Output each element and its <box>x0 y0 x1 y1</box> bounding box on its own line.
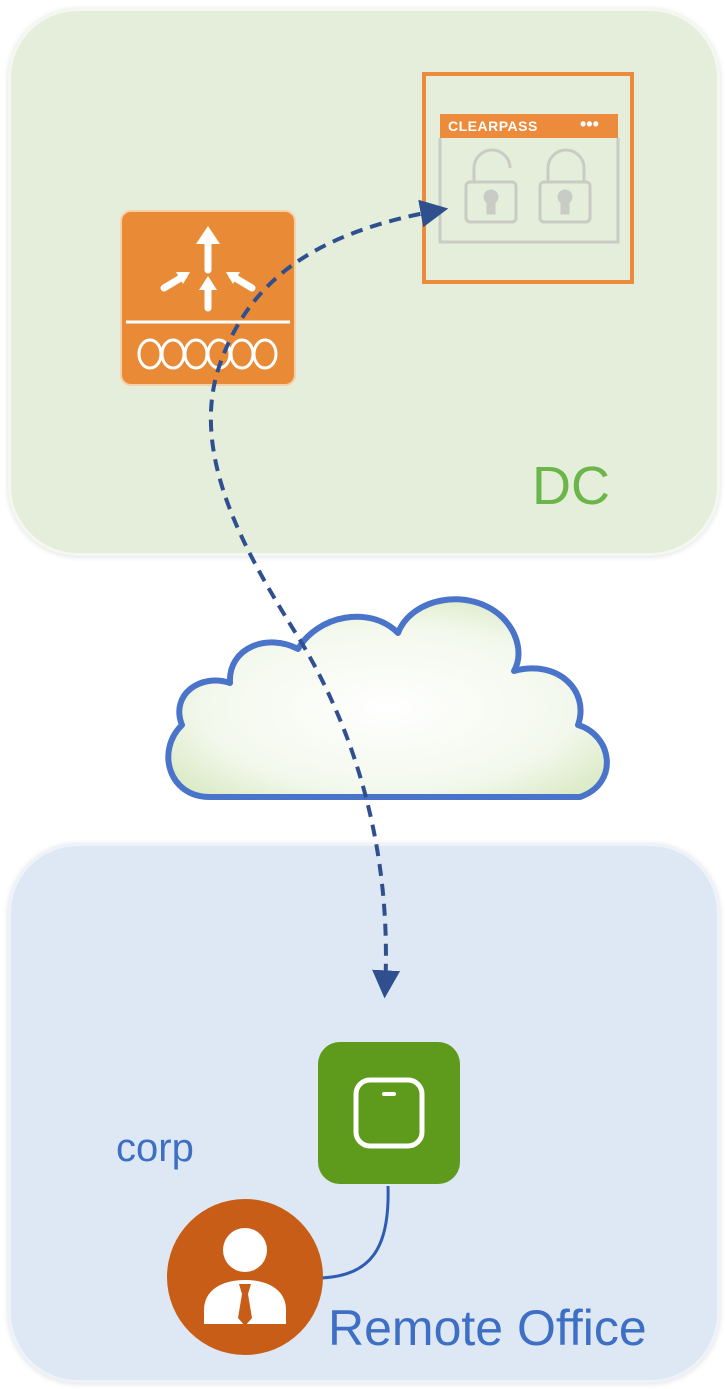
padlock-icon <box>464 148 518 224</box>
corp-ssid-label: corp <box>116 1126 194 1170</box>
user-icon <box>167 1199 323 1355</box>
remote-office-label: Remote Office <box>328 1300 647 1356</box>
dc-label: DC <box>532 456 610 516</box>
clearpass-menu-dots: ••• <box>580 114 599 134</box>
clearpass-title: CLEARPASS <box>448 118 538 134</box>
access-point-icon <box>318 1042 460 1184</box>
clearpass-server: CLEARPASS ••• <box>422 72 634 284</box>
padlock-icon <box>538 148 592 224</box>
gateway-icon <box>120 210 296 386</box>
clearpass-icon <box>422 72 634 284</box>
